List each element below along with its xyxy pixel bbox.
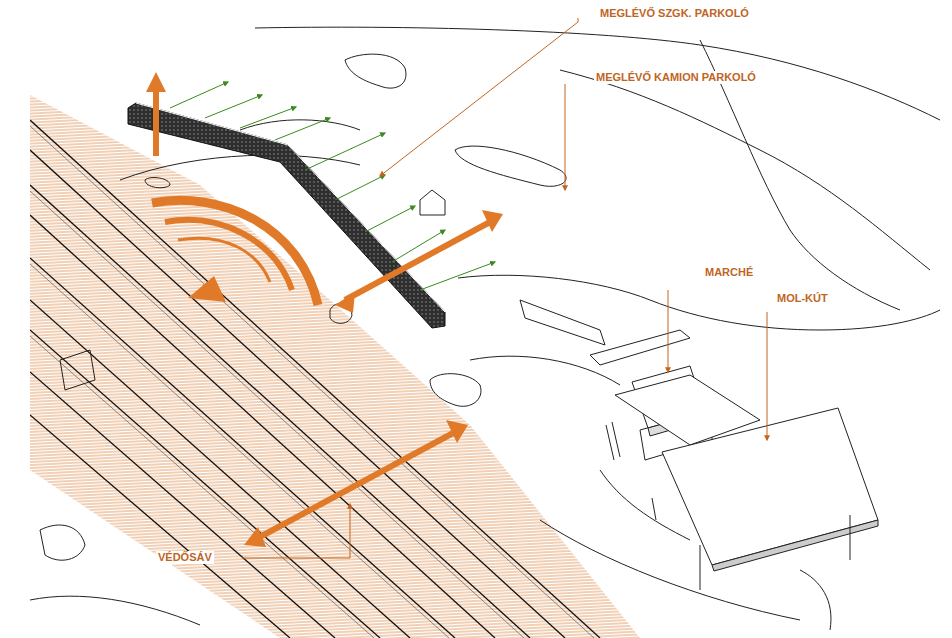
orange-arrows xyxy=(146,72,503,547)
callout-label: MOL-KÚT xyxy=(775,292,830,305)
callout-label: MEGLÉVŐ KAMION PARKOLÓ xyxy=(594,71,758,84)
callout-label: VÉDŐSÁV xyxy=(156,551,214,564)
protective-band xyxy=(30,95,640,638)
callout-label: MEGLÉVŐ SZGK. PARKOLÓ xyxy=(598,7,751,20)
leader-lines xyxy=(242,18,767,558)
callout-label: MARCHÉ xyxy=(703,266,755,279)
green-arrows xyxy=(170,82,495,290)
rail-tracks-thin xyxy=(30,126,594,638)
road-outlines xyxy=(30,27,940,630)
mol-station xyxy=(615,375,878,590)
station-building xyxy=(128,103,445,328)
